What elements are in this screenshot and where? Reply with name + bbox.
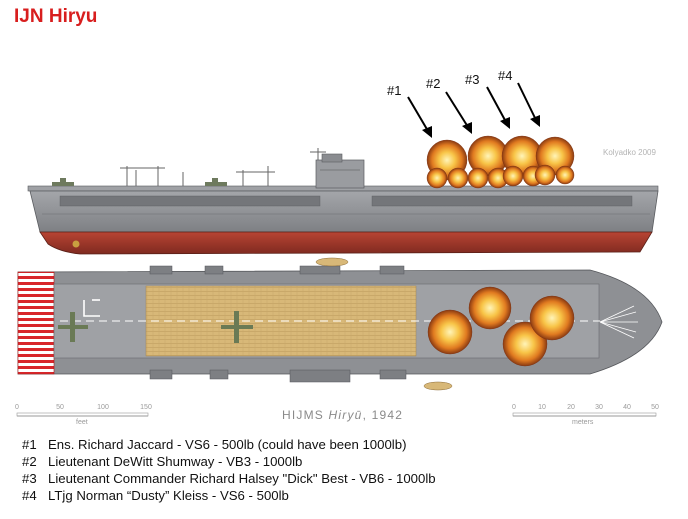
aircraft-icon [58,311,253,343]
scale-meters-tick: 40 [623,404,631,411]
legend-item: #4 LTjg Norman “Dusty” Kleiss - VS6 - 500… [22,487,436,504]
legend-number: #4 [22,488,37,503]
hit-label-3: #3 [465,72,480,87]
scale-meters-tick: 30 [595,404,603,411]
explosion-top [427,286,575,367]
legend-number: #1 [22,437,37,452]
hit-legend: #1 Ens. Richard Jaccard - VS6 - 500lb (co… [22,436,436,504]
legend-item: #1 Ens. Richard Jaccard - VS6 - 500lb (co… [22,436,436,453]
explosion-side [426,135,575,189]
scale-meters-tick: 50 [651,404,659,411]
scale-bar-meters [512,412,657,417]
scale-feet-tick: 100 [97,404,109,411]
scale-meters-tick: 20 [567,404,575,411]
legend-text: Ens. Richard Jaccard - VS6 - 500lb (coul… [48,437,407,452]
caption-suffix: , 1942 [362,408,404,422]
legend-item: #2 Lieutenant DeWitt Shumway - VB3 - 1000… [22,453,436,470]
side-profile [27,148,659,255]
scale-feet-tick: 0 [15,404,19,411]
legend-text: Lieutenant Commander Richard Halsey "Dic… [48,471,436,486]
hit-label-4: #4 [498,68,513,83]
scale-meters-tick: 0 [512,404,516,411]
legend-number: #2 [22,454,37,469]
scale-bar-feet [16,412,149,417]
hit-label-2: #2 [426,76,441,91]
legend-item: #3 Lieutenant Commander Richard Halsey "D… [22,470,436,487]
scale-feet-tick: 50 [56,404,64,411]
caption-prefix: HIJMS [282,408,329,422]
scale-meters-unit: meters [572,419,594,426]
page-title: IJN Hiryu [14,6,98,27]
artist-credit: Kolyadko 2009 [603,148,656,157]
scale-feet-tick: 150 [140,404,152,411]
legend-text: Lieutenant DeWitt Shumway - VB3 - 1000lb [48,454,303,469]
ship-caption: HIJMS Hiryū, 1942 [282,408,403,422]
legend-text: LTjg Norman “Dusty” Kleiss - VS6 - 500lb [48,488,289,503]
top-view [17,257,663,391]
scale-feet-unit: feet [76,419,88,426]
hit-label-1: #1 [387,83,402,98]
legend-number: #3 [22,471,37,486]
scale-meters-tick: 10 [538,404,546,411]
caption-ship-name: Hiryū [328,408,363,422]
hit-arrows [407,82,540,138]
